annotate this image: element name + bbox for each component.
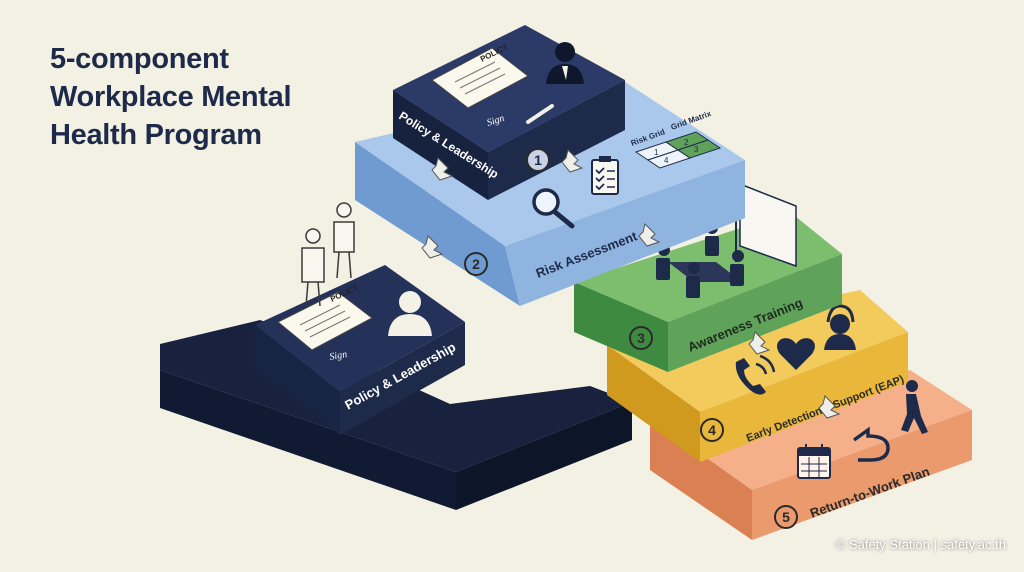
manager-icon [546,42,584,84]
meeting-icon [656,222,744,298]
headset-icon [824,304,856,350]
credit-text: © Safety Station | safety.ac.th [835,537,1006,552]
component-5-number: 5 [782,509,790,525]
risk-cell-2: 2 [684,138,689,147]
policy-signature: Sign [486,113,506,129]
arrow-icon [818,395,841,419]
title-line-1: 5-component [50,43,229,75]
magnifier-icon [532,188,575,229]
secondary-policy-block: Policy & Leadership POLICY Sign [255,265,465,435]
component-1-number: 1 [534,152,542,168]
pen-icon [526,104,554,124]
risk-cell-4: 4 [664,156,669,165]
component-3-block: 3 Awareness Training i [574,182,842,372]
title-line-3: Health Program [50,119,262,151]
page-title: 5-component Workplace Mental Health Prog… [50,40,292,154]
title-line-2: Workplace Mental [50,81,292,113]
arrow-icon [638,223,661,247]
component-3-number: 3 [637,330,645,346]
arrow-icon [748,331,771,355]
risk-cell-1: 1 [654,148,659,157]
arrow-icon [561,149,584,173]
presentation-screen-icon [735,182,797,268]
phone-icon [735,354,776,395]
people-icon [301,202,355,307]
checklist-icon [591,156,619,195]
arrow-icon [421,235,444,259]
component-4-number: 4 [708,422,716,438]
component-5-block: 5 Return-to-Work Plan [650,370,972,540]
walking-person-icon [901,380,928,434]
secondary-signature: Sign [329,349,348,363]
calendar-icon [797,444,831,479]
heart-icon [777,338,815,370]
return-arrow-icon [852,426,890,462]
flow-arrows [421,149,841,419]
manager-icon [388,291,432,336]
risk-cell-3: 3 [694,145,699,154]
component-2-number: 2 [472,256,480,272]
arrow-icon [431,157,454,181]
